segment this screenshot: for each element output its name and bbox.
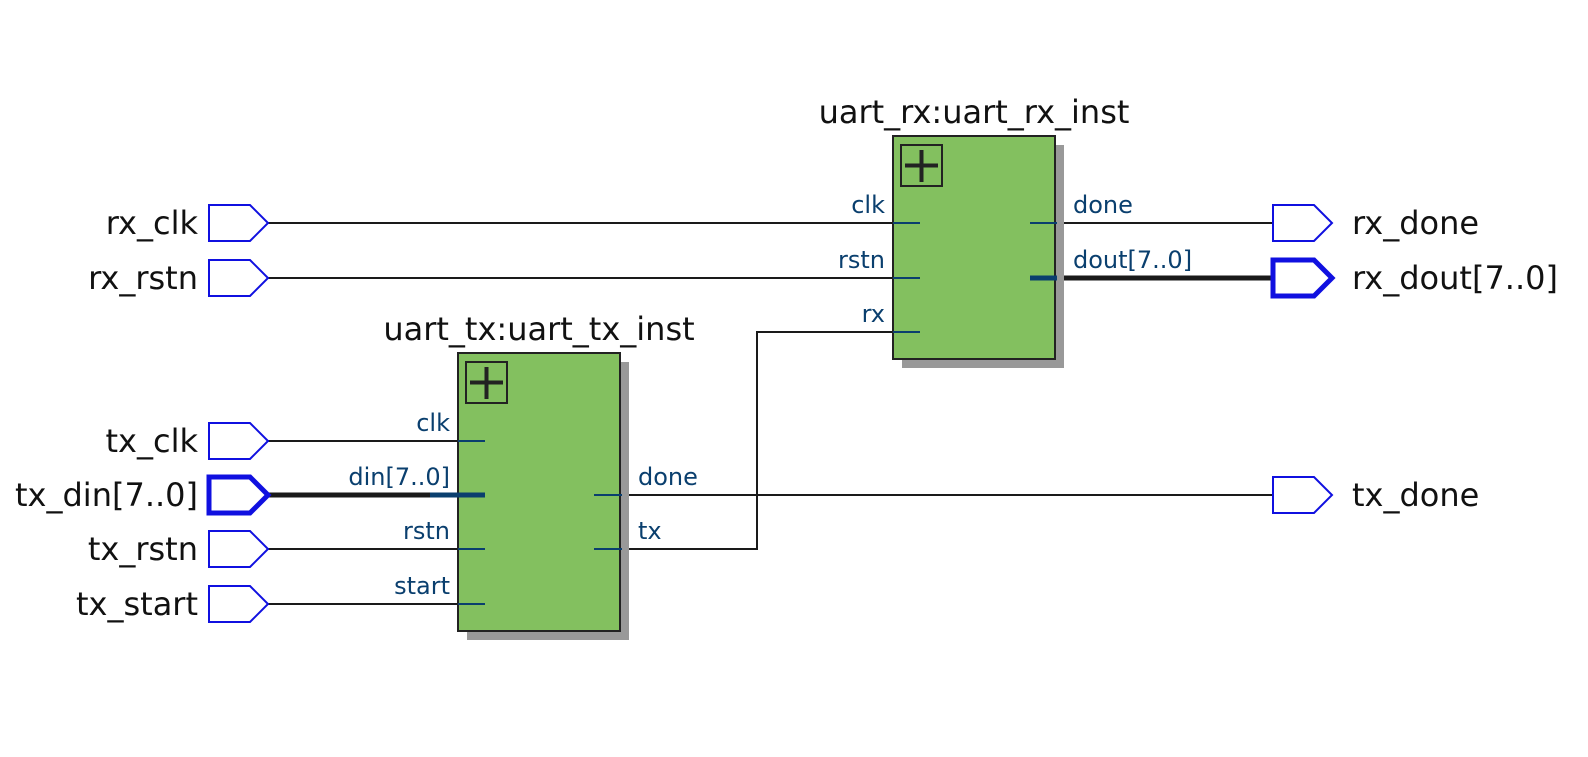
input-pin-shape[interactable]: [208, 204, 270, 242]
output-pin-bus-shape[interactable]: [1270, 257, 1336, 299]
port-label-done: done: [638, 463, 698, 491]
block-body[interactable]: [457, 352, 621, 632]
input-pin-tx-clk[interactable]: tx_clk: [106, 422, 270, 460]
output-pin-label: tx_done: [1352, 476, 1479, 514]
output-pin-label: rx_done: [1352, 204, 1479, 242]
output-pin-tx-done[interactable]: tx_done: [1272, 476, 1479, 514]
input-pin-label: tx_rstn: [88, 530, 198, 568]
output-pin-rx-dout[interactable]: rx_dout[7..0]: [1270, 257, 1558, 299]
input-pin-tx-start[interactable]: tx_start: [76, 585, 270, 623]
expand-icon[interactable]: [900, 144, 943, 187]
input-pins: rx_clk rx_rstn tx_clk tx_din[7..0] tx_rs…: [15, 204, 272, 623]
output-pin-label: rx_dout[7..0]: [1352, 259, 1558, 297]
port-label-rstn: rstn: [403, 517, 450, 545]
port-label-clk: clk: [851, 191, 885, 219]
port-label-rx: rx: [862, 300, 885, 328]
input-pin-label: rx_clk: [106, 204, 199, 242]
input-pin-shape[interactable]: [208, 422, 270, 460]
input-pin-shape[interactable]: [208, 585, 270, 623]
port-label-clk: clk: [416, 409, 450, 437]
block-title: uart_rx:uart_rx_inst: [819, 93, 1130, 131]
input-pin-rx-rstn[interactable]: rx_rstn: [88, 259, 270, 297]
input-pin-shape[interactable]: [208, 530, 270, 568]
block-uart-tx[interactable]: uart_tx:uart_tx_inst clk din[7..0] rstn …: [348, 310, 698, 640]
input-pin-label: tx_clk: [106, 422, 199, 460]
wires: [268, 222, 1273, 605]
expand-icon[interactable]: [465, 361, 508, 404]
port-label-tx: tx: [638, 517, 662, 545]
port-label-rstn: rstn: [838, 246, 885, 274]
output-pin-rx-done[interactable]: rx_done: [1272, 204, 1479, 242]
input-pin-shape[interactable]: [208, 259, 270, 297]
input-pin-tx-din[interactable]: tx_din[7..0]: [15, 474, 272, 516]
input-pin-tx-rstn[interactable]: tx_rstn: [88, 530, 270, 568]
input-pin-label: tx_start: [76, 585, 198, 623]
block-uart-rx[interactable]: uart_rx:uart_rx_inst clk rstn rx done do…: [819, 93, 1192, 368]
block-title: uart_tx:uart_tx_inst: [383, 310, 694, 348]
output-pin-shape[interactable]: [1272, 476, 1334, 514]
port-label-start: start: [394, 572, 450, 600]
output-pins: rx_done rx_dout[7..0] tx_done: [1270, 204, 1558, 514]
wire-tx-to-rx[interactable]: [622, 331, 893, 550]
input-pin-rx-clk[interactable]: rx_clk: [106, 204, 270, 242]
port-label-done: done: [1073, 191, 1133, 219]
input-pin-label: rx_rstn: [88, 259, 198, 297]
block-body[interactable]: [892, 135, 1056, 360]
input-pin-bus-shape[interactable]: [206, 474, 272, 516]
port-label-dout: dout[7..0]: [1073, 246, 1192, 274]
output-pin-shape[interactable]: [1272, 204, 1334, 242]
port-label-din: din[7..0]: [348, 463, 450, 491]
input-pin-label: tx_din[7..0]: [15, 476, 198, 514]
